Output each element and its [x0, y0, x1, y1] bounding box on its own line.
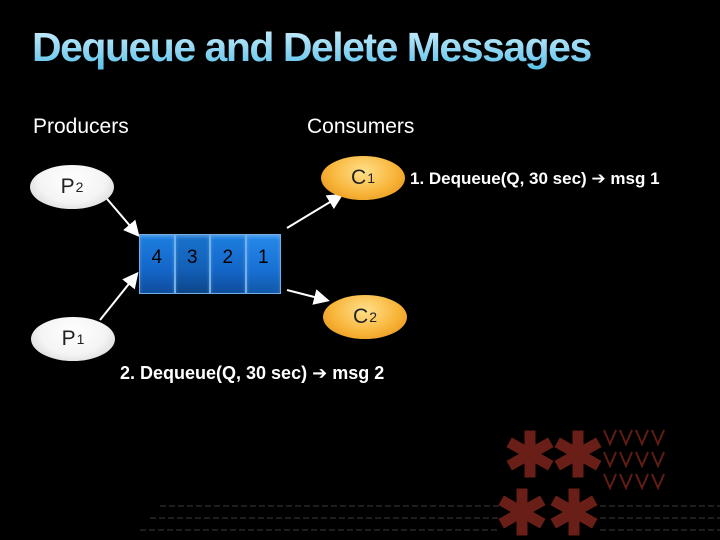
producer-p2-subscript: 2: [75, 179, 84, 195]
arrow-p1-to-queue: [99, 271, 139, 321]
queue-message: 2: [210, 234, 246, 294]
message-queue: 4 3 2 1: [139, 234, 281, 294]
consumers-heading: Consumers: [307, 115, 415, 138]
producer-p1-label: P: [61, 327, 76, 350]
producers-heading: Producers: [33, 115, 129, 138]
queue-message: 4: [139, 234, 175, 294]
step-1-result: msg 1: [610, 169, 660, 188]
step-2-annotation: 2. Dequeue(Q, 30 sec) ➔ msg 2: [120, 363, 384, 384]
consumer-c1-subscript: 1: [367, 170, 375, 186]
step-1-text: 1. Dequeue(Q, 30 sec): [410, 169, 587, 188]
producer-p1-subscript: 1: [76, 331, 85, 347]
producer-p2-label: P: [60, 175, 75, 198]
right-arrow-icon: ➔: [591, 169, 606, 189]
step-2-text: 2. Dequeue(Q, 30 sec): [120, 363, 308, 383]
consumer-c2-subscript: 2: [369, 309, 377, 325]
step-2-result: msg 2: [332, 363, 385, 383]
slide-title: Dequeue and Delete Messages: [32, 24, 592, 70]
arrow-queue-to-c1: [286, 193, 344, 229]
queue-message: 1: [245, 234, 281, 294]
step-1-annotation: 1. Dequeue(Q, 30 sec) ➔ msg 1: [410, 169, 660, 189]
queue-message: 3: [174, 234, 210, 294]
consumer-c2-label: C: [353, 305, 369, 328]
dashed-lines-decoration: [140, 505, 720, 531]
red-stars-decoration: [498, 430, 602, 536]
red-chevrons-decoration: [603, 429, 665, 491]
arrow-queue-to-c2: [286, 289, 330, 305]
right-arrow-icon: ➔: [312, 363, 328, 384]
consumer-c1-label: C: [351, 166, 367, 189]
